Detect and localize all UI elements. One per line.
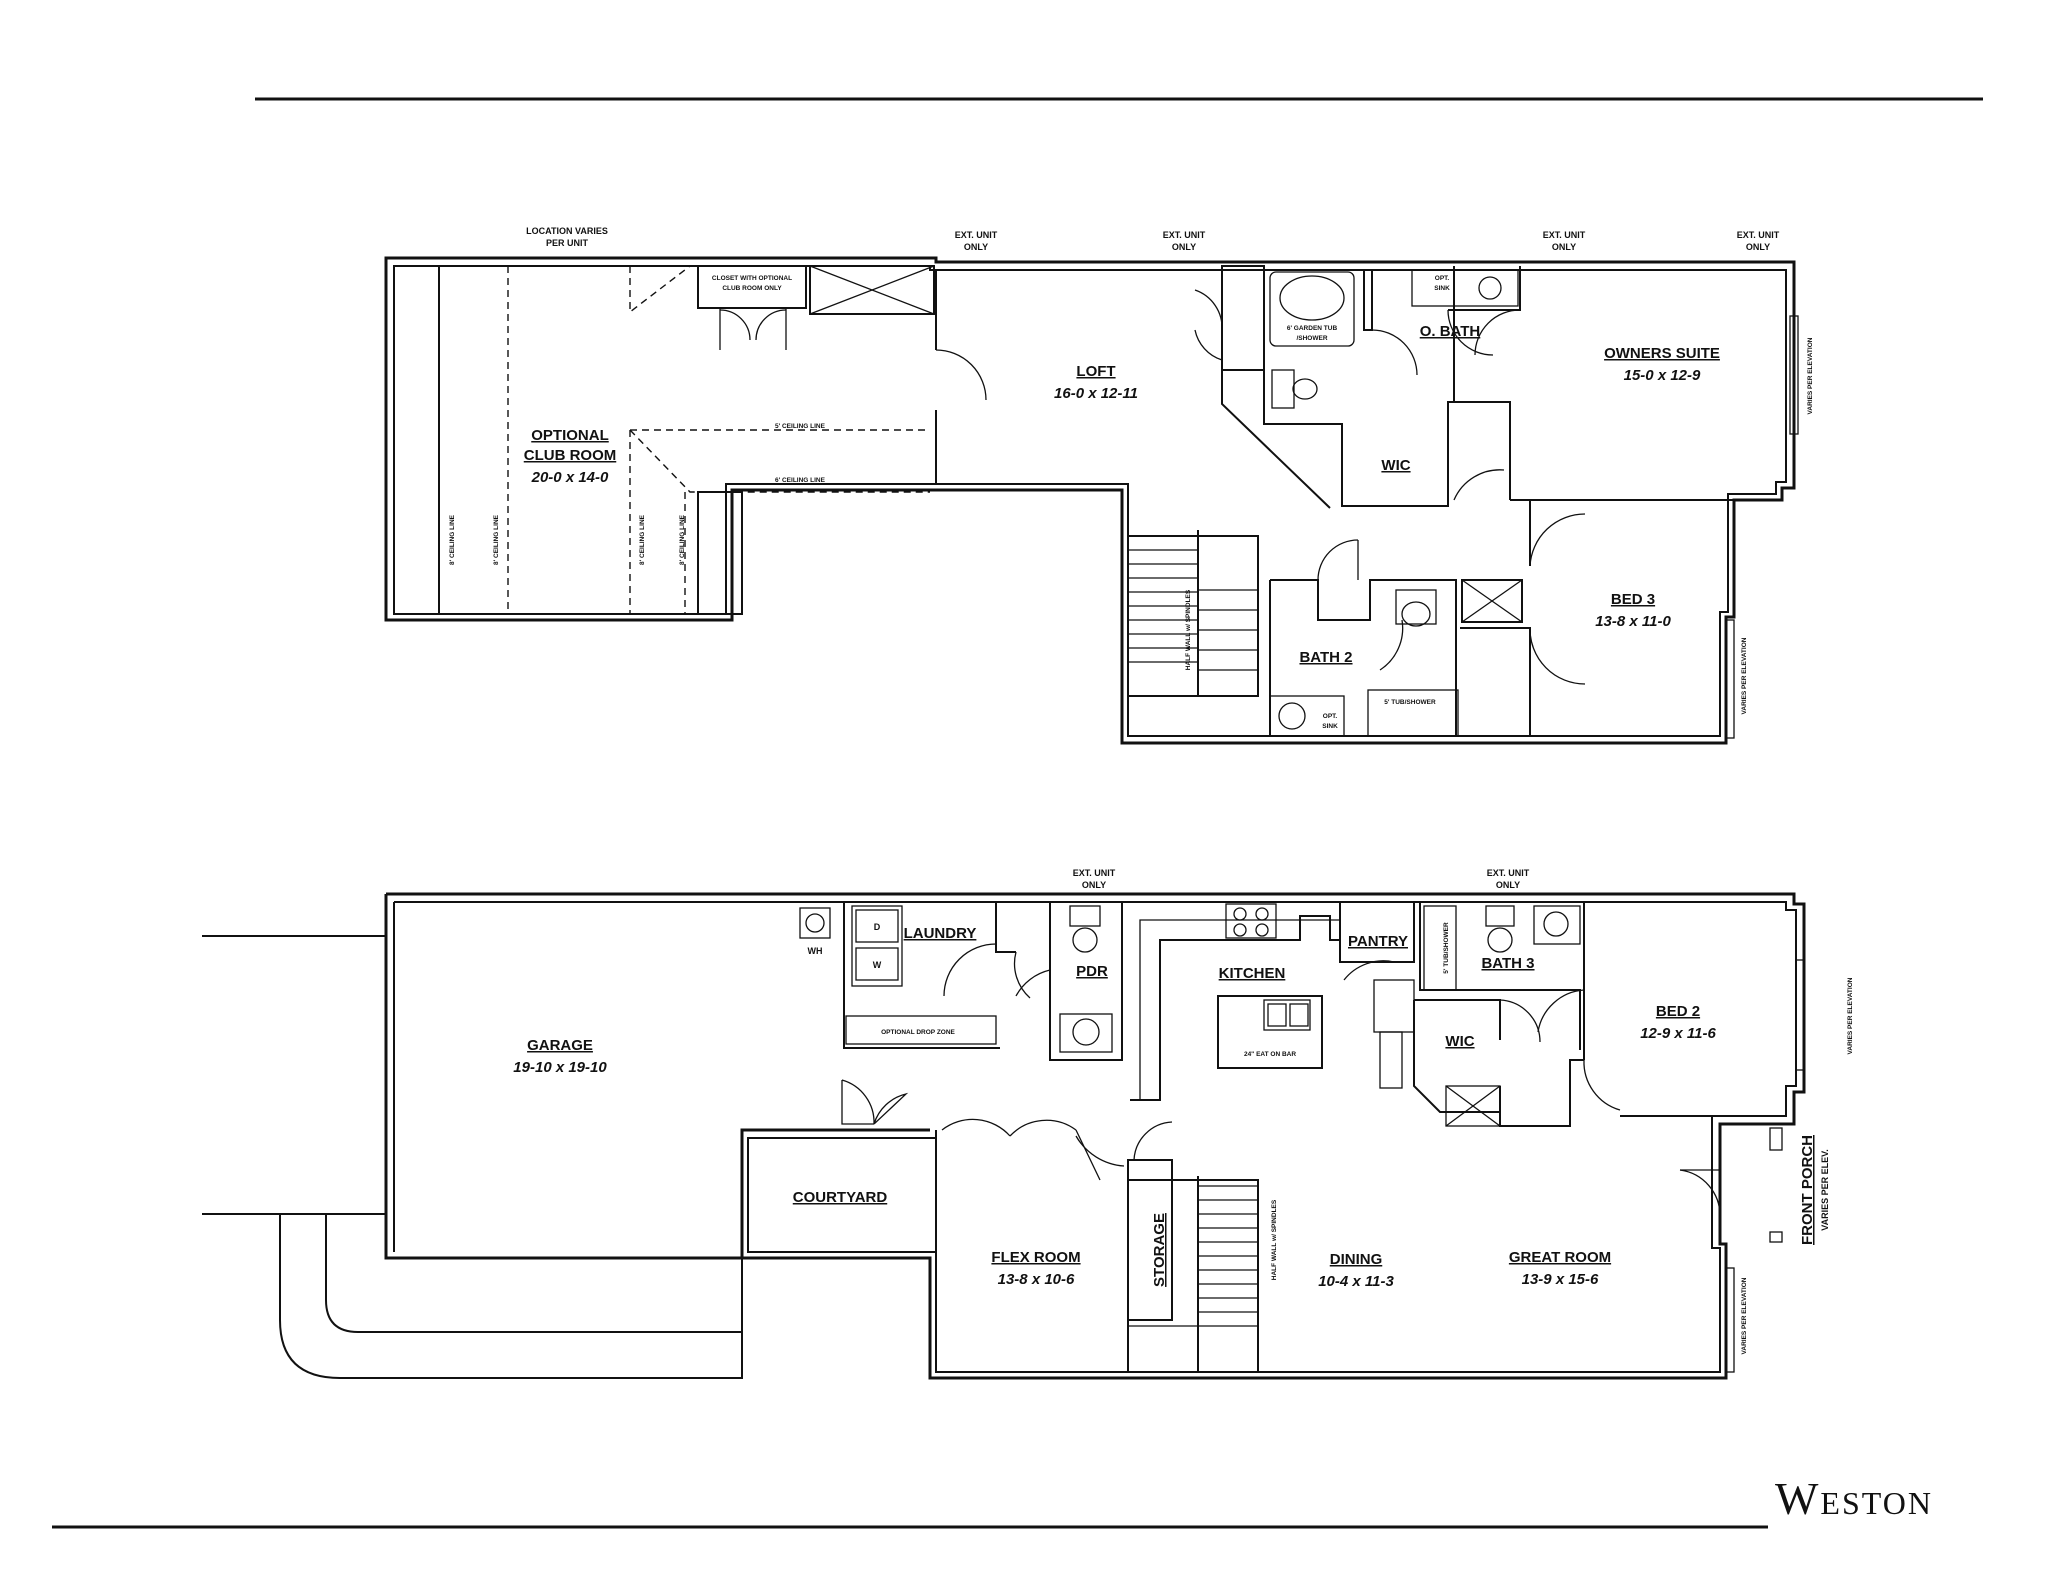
dining-label: DINING [1330,1251,1383,1268]
upper-varies-elev-2: VARIES PER ELEVATION [1741,637,1748,714]
location-varies-note-2: PER UNIT [546,238,589,248]
upper-wic-label: WIC [1381,457,1410,474]
loft-label: LOFT [1076,363,1115,380]
o-bath-label: O. BATH [1420,323,1481,340]
washer-note: W [873,960,882,970]
garden-tub-note-2: /SHOWER [1296,335,1327,342]
opt-sink-note-2b: SINK [1322,723,1338,730]
dryer-note: D [874,922,881,932]
only-note-4: ONLY [1746,242,1770,252]
ceiling-6-note: 6' CEILING LINE [775,477,826,484]
ext-unit-note-3: EXT. UNIT [1543,230,1586,240]
bed3-label: BED 3 [1611,591,1655,608]
location-varies-note-1: LOCATION VARIES [526,226,608,236]
laundry-label: LAUNDRY [904,925,977,942]
ceiling-8-note-1: 8' CEILING LINE [449,514,456,565]
front-porch-note: VARIES PER ELEV. [1820,1149,1830,1231]
main-floor-plan [202,892,1806,1380]
great-room-label: GREAT ROOM [1509,1249,1611,1266]
ceiling-8-note-2: 8' CEILING LINE [493,514,500,565]
bed3-size: 13-8 x 11-0 [1595,613,1671,630]
garage-label: GARAGE [527,1037,593,1054]
eat-on-bar-note: 24" EAT ON BAR [1244,1051,1296,1058]
garden-tub-note-1: 6' GARDEN TUB [1287,325,1338,332]
storage-label: STORAGE [1151,1213,1168,1287]
owners-suite-size: 15-0 x 12-9 [1624,367,1701,384]
main-only-note-1: ONLY [1082,880,1106,890]
opt-sink-note-1a: OPT. [1435,275,1450,282]
ceiling-5-note: 5' CEILING LINE [775,423,826,430]
great-room-size: 13-9 x 15-6 [1522,1271,1599,1288]
pantry-label: PANTRY [1348,933,1408,950]
only-note-3: ONLY [1552,242,1576,252]
kitchen-label: KITCHEN [1219,965,1286,982]
bath3-label: BATH 3 [1481,955,1534,972]
main-half-wall-note: HALF WALL w/ SPINDLES [1271,1199,1278,1280]
main-tub-shower-note: 5' TUB/SHOWER [1443,922,1450,974]
main-varies-elev-2: VARIES PER ELEVATION [1741,1277,1748,1354]
flex-room-label: FLEX ROOM [991,1249,1080,1266]
drop-zone-note: OPTIONAL DROP ZONE [881,1029,955,1036]
upper-half-wall-note: HALF WALL w/ SPINDLES [1185,589,1192,670]
main-varies-elev-1: VARIES PER ELEVATION [1847,977,1854,1054]
closet-club-note-1: CLOSET WITH OPTIONAL [712,275,792,282]
club-room-size: 20-0 x 14-0 [531,469,609,486]
garage-size: 19-10 x 19-10 [513,1059,607,1076]
ext-unit-note-2: EXT. UNIT [1163,230,1206,240]
courtyard-label: COURTYARD [793,1189,888,1206]
ext-unit-note-4: EXT. UNIT [1737,230,1780,240]
owners-suite-label: OWNERS SUITE [1604,345,1720,362]
only-note-2: ONLY [1172,242,1196,252]
plan-name-title: Weston [1775,1473,1933,1524]
upper-tub-shower-note: 5' TUB/SHOWER [1384,699,1436,706]
club-room-label-2: CLUB ROOM [524,447,617,464]
bath2-label: BATH 2 [1299,649,1352,666]
main-wic-label: WIC [1445,1033,1474,1050]
bed2-label: BED 2 [1656,1003,1700,1020]
main-ext-unit-note-2: EXT. UNIT [1487,868,1530,878]
closet-club-note-2: CLUB ROOM ONLY [722,285,782,292]
opt-sink-note-1b: SINK [1434,285,1450,292]
club-room-label-1: OPTIONAL [531,427,609,444]
bed2-size: 12-9 x 11-6 [1640,1025,1716,1042]
wh-note: WH [808,946,823,956]
loft-size: 16-0 x 12-11 [1054,385,1138,402]
front-porch-label: FRONT PORCH [1799,1135,1816,1245]
main-only-note-2: ONLY [1496,880,1520,890]
ceiling-8-note-3: 8' CEILING LINE [639,514,646,565]
only-note-1: ONLY [964,242,988,252]
pdr-label: PDR [1076,963,1108,980]
flex-room-size: 13-8 x 10-6 [998,1271,1075,1288]
main-ext-unit-note-1: EXT. UNIT [1073,868,1116,878]
upper-floor-plan [384,256,1799,745]
dining-size: 10-4 x 11-3 [1318,1273,1394,1290]
ceiling-8-note-4: 8' CEILING LINE [679,514,686,565]
opt-sink-note-2a: OPT. [1323,713,1338,720]
ext-unit-note-1: EXT. UNIT [955,230,998,240]
upper-varies-elev-1: VARIES PER ELEVATION [1807,337,1814,414]
